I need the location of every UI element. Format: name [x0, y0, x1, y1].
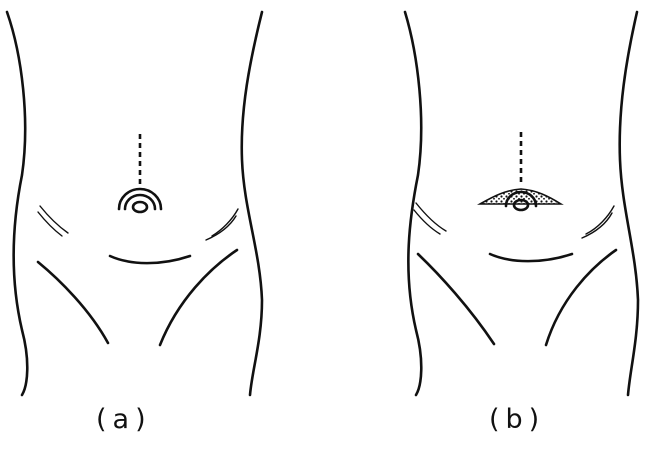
- panel-b-right-body-outline: [620, 12, 638, 395]
- panel-b-left-body-outline: [405, 12, 421, 395]
- panel-a-left-skin-fold: [38, 206, 68, 236]
- panel-a-left-groin-line: [38, 262, 108, 343]
- panel-b-left-groin-line: [418, 254, 494, 344]
- panel-b-left-skin-fold: [414, 203, 446, 234]
- panel-b-label: (b): [489, 404, 545, 435]
- panel-b-lower-abdomen-curve: [490, 254, 572, 261]
- panel-a-left-body-outline: [7, 12, 27, 395]
- panel-a-lower-abdomen-curve: [110, 256, 190, 263]
- panel-a-right-groin-line: [160, 250, 237, 345]
- panel-a-right-body-outline: [242, 12, 262, 395]
- panel-a-illustration: [7, 12, 262, 395]
- panel-b-illustration: [405, 12, 638, 395]
- panel-a-navel: [133, 202, 147, 212]
- panel-b-right-skin-fold: [582, 206, 614, 238]
- panel-a-label: (a): [96, 404, 152, 435]
- panel-a-right-skin-fold: [206, 209, 238, 240]
- panel-b-right-groin-line: [546, 250, 616, 345]
